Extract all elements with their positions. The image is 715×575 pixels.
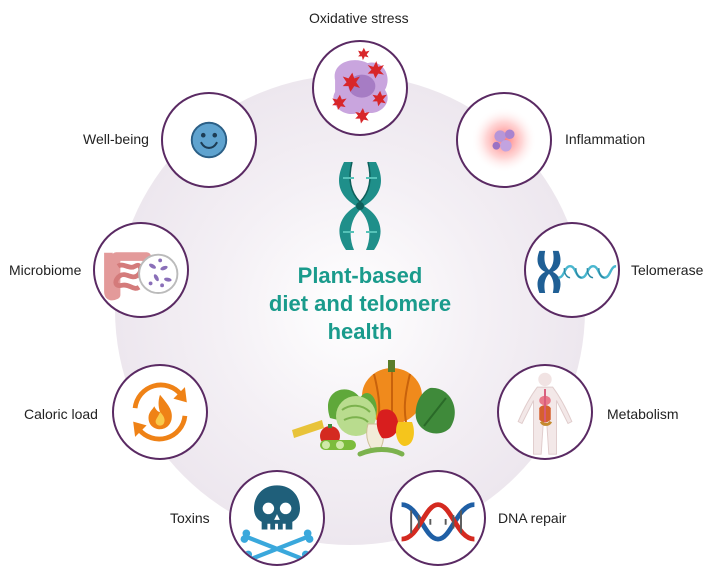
diagram-title: Plant-based diet and telomere health: [245, 262, 475, 346]
label-dna-repair: DNA repair: [498, 510, 567, 526]
label-oxidative-stress: Oxidative stress: [309, 10, 409, 26]
node-dna-repair: [390, 470, 486, 566]
label-toxins: Toxins: [170, 510, 210, 526]
title-line-3: health: [327, 319, 393, 344]
label-microbiome: Microbiome: [9, 262, 82, 278]
intestine-bacteria-icon: [104, 252, 179, 301]
oxidative-stress-cell-icon: [332, 47, 388, 124]
node-inflammation: [456, 92, 552, 188]
label-well-being: Well-being: [83, 131, 149, 147]
node-telomerase: [524, 222, 620, 318]
title-line-2: diet and telomere: [268, 291, 452, 316]
label-metabolism: Metabolism: [607, 406, 679, 422]
label-inflammation: Inflammation: [565, 131, 646, 147]
node-oxidative-stress: [312, 40, 408, 136]
node-caloric-load: [112, 364, 208, 460]
smiley-face-icon: [190, 121, 228, 159]
title-line-1: Plant-based: [297, 263, 423, 288]
vegetables-icon: [292, 360, 455, 457]
node-well-being: [161, 92, 257, 188]
node-metabolism: [497, 364, 593, 460]
telomerase-chromosome-icon: [537, 250, 617, 293]
label-caloric-load: Caloric load: [24, 406, 98, 422]
dna-helix-icon: [401, 502, 475, 542]
flame-cycle-icon: [132, 382, 188, 442]
inflammation-icon: [471, 107, 537, 173]
label-telomerase: Telomerase: [631, 262, 704, 278]
chromosome-icon: [339, 161, 381, 250]
human-body-metabolism-icon: [517, 372, 573, 455]
skull-crossbones-icon: [240, 485, 314, 564]
node-microbiome: [93, 222, 189, 318]
node-toxins: [229, 470, 325, 566]
